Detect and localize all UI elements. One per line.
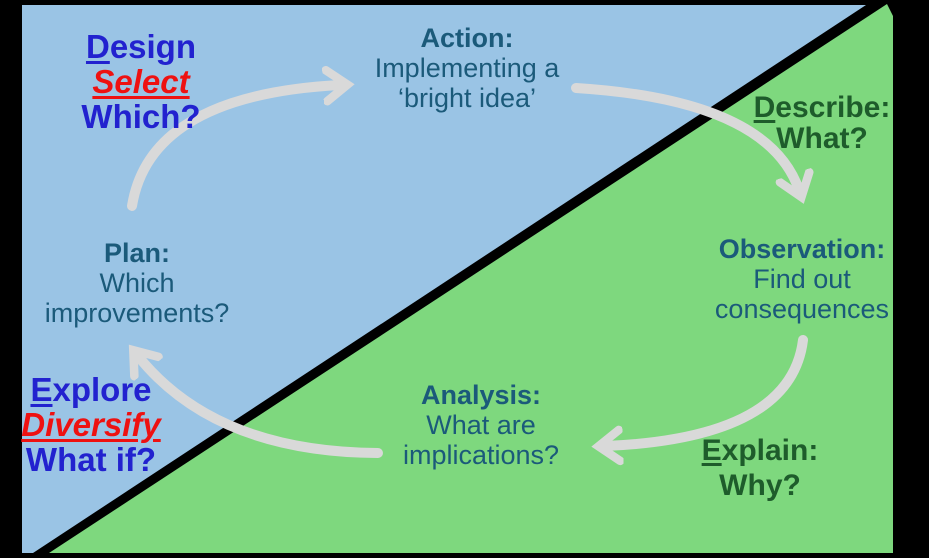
observation-title: Observation: [718, 234, 886, 264]
stage-design-select: Design Select Which? [41, 29, 241, 134]
explain-title: Explain: [660, 433, 860, 468]
action-line2: Implementing a [374, 53, 560, 83]
describe-title: Describe: [722, 92, 922, 123]
stage-observation: Observation: Find out consequences [687, 234, 917, 324]
plan-title: Plan: [103, 238, 170, 268]
explain-question: Why? [719, 469, 801, 502]
green-region [49, 4, 893, 553]
plan-line3: improvements? [44, 298, 230, 328]
arrow-plan-to-action [127, 85, 340, 211]
stage-analysis: Analysis: What are implications? [361, 380, 601, 470]
diversify-label: Diversify [21, 406, 161, 443]
analysis-title: Analysis: [420, 380, 542, 410]
explain-initial: E [701, 434, 722, 467]
explain-rest: xplain: [721, 434, 819, 467]
analysis-line2: What are [426, 410, 536, 440]
arrow-analysis-to-plan [138, 356, 383, 458]
whatif-question: What if? [25, 441, 157, 478]
arrow-observation-to-analysis [606, 335, 808, 446]
plan-line2: Which [99, 268, 175, 298]
stage-describe: Describe: What? [722, 92, 922, 154]
observation-line3: consequences [714, 294, 890, 324]
analysis-line3: implications? [402, 440, 560, 470]
select-label: Select [92, 63, 190, 100]
which-question: Which? [81, 98, 201, 135]
stage-action: Action: Implementing a ‘bright idea’ [332, 23, 602, 113]
stage-explain: Explain: Why? [660, 433, 860, 503]
observation-line2: Find out [753, 264, 851, 294]
describe-question: What? [776, 122, 868, 155]
design-label: Design [41, 29, 241, 64]
stage-plan: Plan: Which improvements? [17, 238, 257, 328]
design-rest: esign [109, 28, 197, 65]
blue-region [22, 5, 866, 553]
explore-label: Explore [1, 372, 181, 407]
describe-initial: D [753, 91, 776, 124]
action-line3: ‘bright idea’ [397, 83, 537, 113]
explore-initial: E [30, 371, 53, 408]
stage-explore-diversify: Explore Diversify What if? [1, 372, 181, 477]
action-title: Action: [420, 23, 514, 53]
arrow-action-to-observation [571, 83, 799, 190]
describe-rest: escribe: [775, 91, 891, 124]
design-initial: D [85, 28, 110, 65]
explore-rest: xplore [52, 371, 152, 408]
